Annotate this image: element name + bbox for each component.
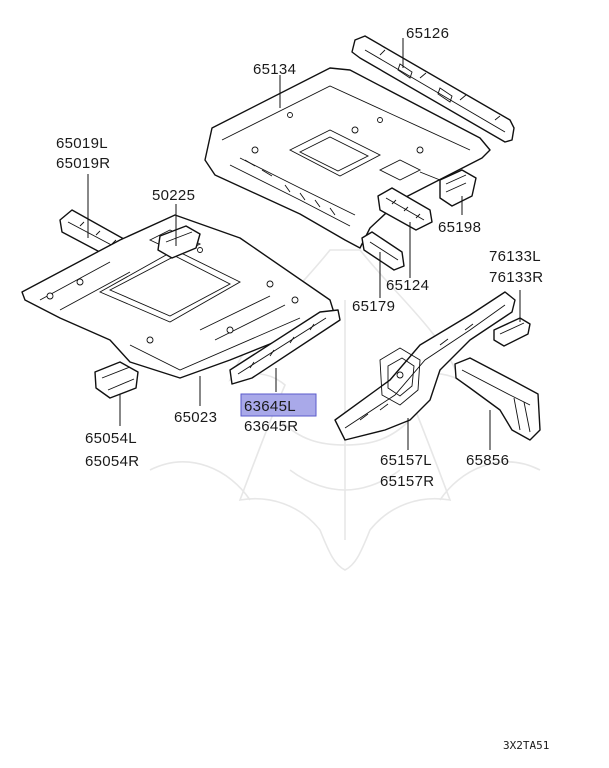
- part-labels: 65126 65134 65019L 65019R 50225 65198 76…: [56, 25, 543, 490]
- part-65157-rear-side-member[interactable]: [334, 291, 516, 441]
- label-65856[interactable]: 65856: [466, 452, 509, 469]
- part-65198-bracket[interactable]: [419, 169, 477, 207]
- highlight-box: [240, 393, 317, 417]
- leader-lines: [87, 38, 521, 450]
- part-65856-extension-bracket[interactable]: [454, 357, 541, 441]
- part-76133-bracket[interactable]: [493, 317, 531, 347]
- label-65019l[interactable]: 65019L: [56, 135, 108, 152]
- label-65126[interactable]: 65126: [406, 25, 449, 42]
- label-65134[interactable]: 65134: [253, 61, 296, 78]
- label-65157l[interactable]: 65157L: [380, 452, 432, 469]
- part-65126-rear-crossmember[interactable]: [351, 35, 515, 143]
- part-65124-rear-side-rail[interactable]: [377, 187, 433, 231]
- label-63645r[interactable]: 63645R: [244, 418, 298, 435]
- label-76133l[interactable]: 76133L: [489, 248, 541, 265]
- label-65023[interactable]: 65023: [174, 409, 217, 426]
- label-65198[interactable]: 65198: [438, 219, 481, 236]
- label-65179[interactable]: 65179: [352, 298, 395, 315]
- part-65054-front-member[interactable]: [94, 361, 139, 399]
- label-65019r[interactable]: 65019R: [56, 155, 110, 172]
- diagram-code: 3X2TA51: [503, 739, 549, 752]
- label-65157r[interactable]: 65157R: [380, 473, 434, 490]
- label-65054l[interactable]: 65054L: [85, 430, 137, 447]
- part-65179-rear-extension[interactable]: [361, 231, 405, 271]
- label-50225[interactable]: 50225: [152, 187, 195, 204]
- label-63645l[interactable]: 63645L: [244, 398, 296, 415]
- part-50225-tunnel-bracket[interactable]: [157, 225, 201, 259]
- label-76133r[interactable]: 76133R: [489, 269, 543, 286]
- label-65054r[interactable]: 65054R: [85, 453, 139, 470]
- label-65124[interactable]: 65124: [386, 277, 429, 294]
- part-65134-rear-floor-pan[interactable]: [204, 67, 491, 249]
- part-63645-sill-reinforcement[interactable]: [229, 309, 341, 385]
